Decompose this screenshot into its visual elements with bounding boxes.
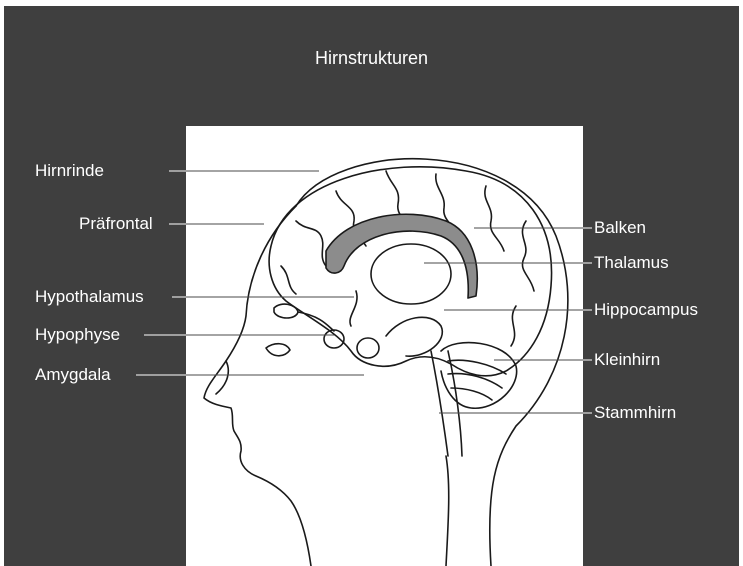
slide-background: Hirnstrukturen xyxy=(4,6,739,566)
label-thalamus: Thalamus xyxy=(594,253,669,273)
label-hippocampus: Hippocampus xyxy=(594,300,698,320)
label-hypophyse: Hypophyse xyxy=(35,325,120,345)
label-hypothalamus: Hypothalamus xyxy=(35,287,144,307)
label-kleinhirn: Kleinhirn xyxy=(594,350,660,370)
label-hirnrinde: Hirnrinde xyxy=(35,161,104,181)
label-praefrontal: Präfrontal xyxy=(79,214,153,234)
label-balken: Balken xyxy=(594,218,646,238)
leader-lines xyxy=(4,6,739,566)
label-amygdala: Amygdala xyxy=(35,365,111,385)
label-stammhirn: Stammhirn xyxy=(594,403,676,423)
